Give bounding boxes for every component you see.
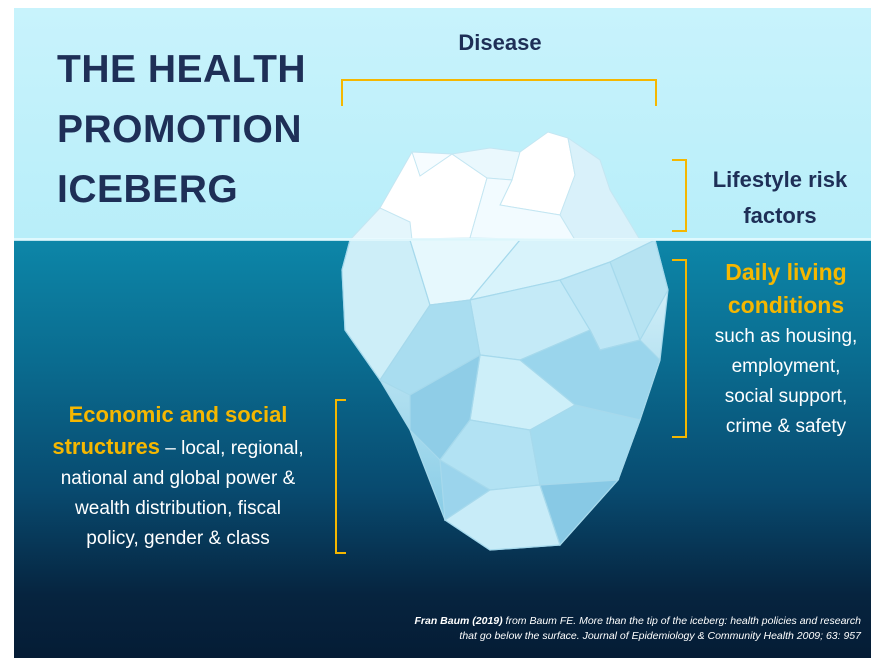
bracket-lifestyle <box>672 159 687 232</box>
citation-text-line-1: from Baum FE. More than the tip of the i… <box>502 615 861 627</box>
structures-heading-line-2: structures <box>52 434 160 459</box>
structures-heading-line-1: Economic and social <box>68 402 288 427</box>
daily-detail-line-3: social support, <box>724 386 848 407</box>
daily-heading-line-2: conditions <box>727 292 845 318</box>
daily-detail-line-4: crime & safety <box>725 416 847 437</box>
lifestyle-line-1: Lifestyle risk <box>712 167 848 192</box>
citation-text-line-2: that go below the surface. Journal of Ep… <box>459 630 861 642</box>
label-disease: Disease <box>458 30 542 55</box>
label-lifestyle-risk-factors: Lifestyle risk factors <box>700 162 860 234</box>
citation-author: Fran Baum (2019) <box>414 615 503 627</box>
bracket-structures <box>335 399 346 554</box>
structures-detail-line-4: policy, gender & class <box>86 528 270 549</box>
label-economic-social-structures: Economic and social structures – local, … <box>22 400 334 554</box>
title-line-1: THE HEALTH <box>57 48 307 91</box>
title-line-2: PROMOTION <box>57 108 302 151</box>
iceberg-body <box>341 239 669 551</box>
daily-detail-line-2: employment, <box>731 356 841 377</box>
waterline <box>14 238 871 241</box>
citation: Fran Baum (2019) from Baum FE. More than… <box>321 614 861 644</box>
structures-detail-line-1: – local, regional, <box>159 438 304 459</box>
bracket-disease <box>341 79 657 106</box>
title-line-3: ICEBERG <box>57 168 239 211</box>
lifestyle-line-2: factors <box>743 203 817 228</box>
page-title: THE HEALTH PROMOTION ICEBERG <box>57 40 347 220</box>
daily-heading-line-1: Daily living <box>725 259 847 285</box>
daily-detail-line-1: such as housing, <box>714 326 858 347</box>
bracket-daily-living <box>672 259 687 438</box>
iceberg-tip <box>348 131 641 241</box>
label-daily-living-conditions: Daily living conditions such as housing,… <box>706 256 866 442</box>
structures-detail-line-3: wealth distribution, fiscal <box>75 498 281 519</box>
structures-detail-line-2: national and global power & <box>60 468 296 489</box>
